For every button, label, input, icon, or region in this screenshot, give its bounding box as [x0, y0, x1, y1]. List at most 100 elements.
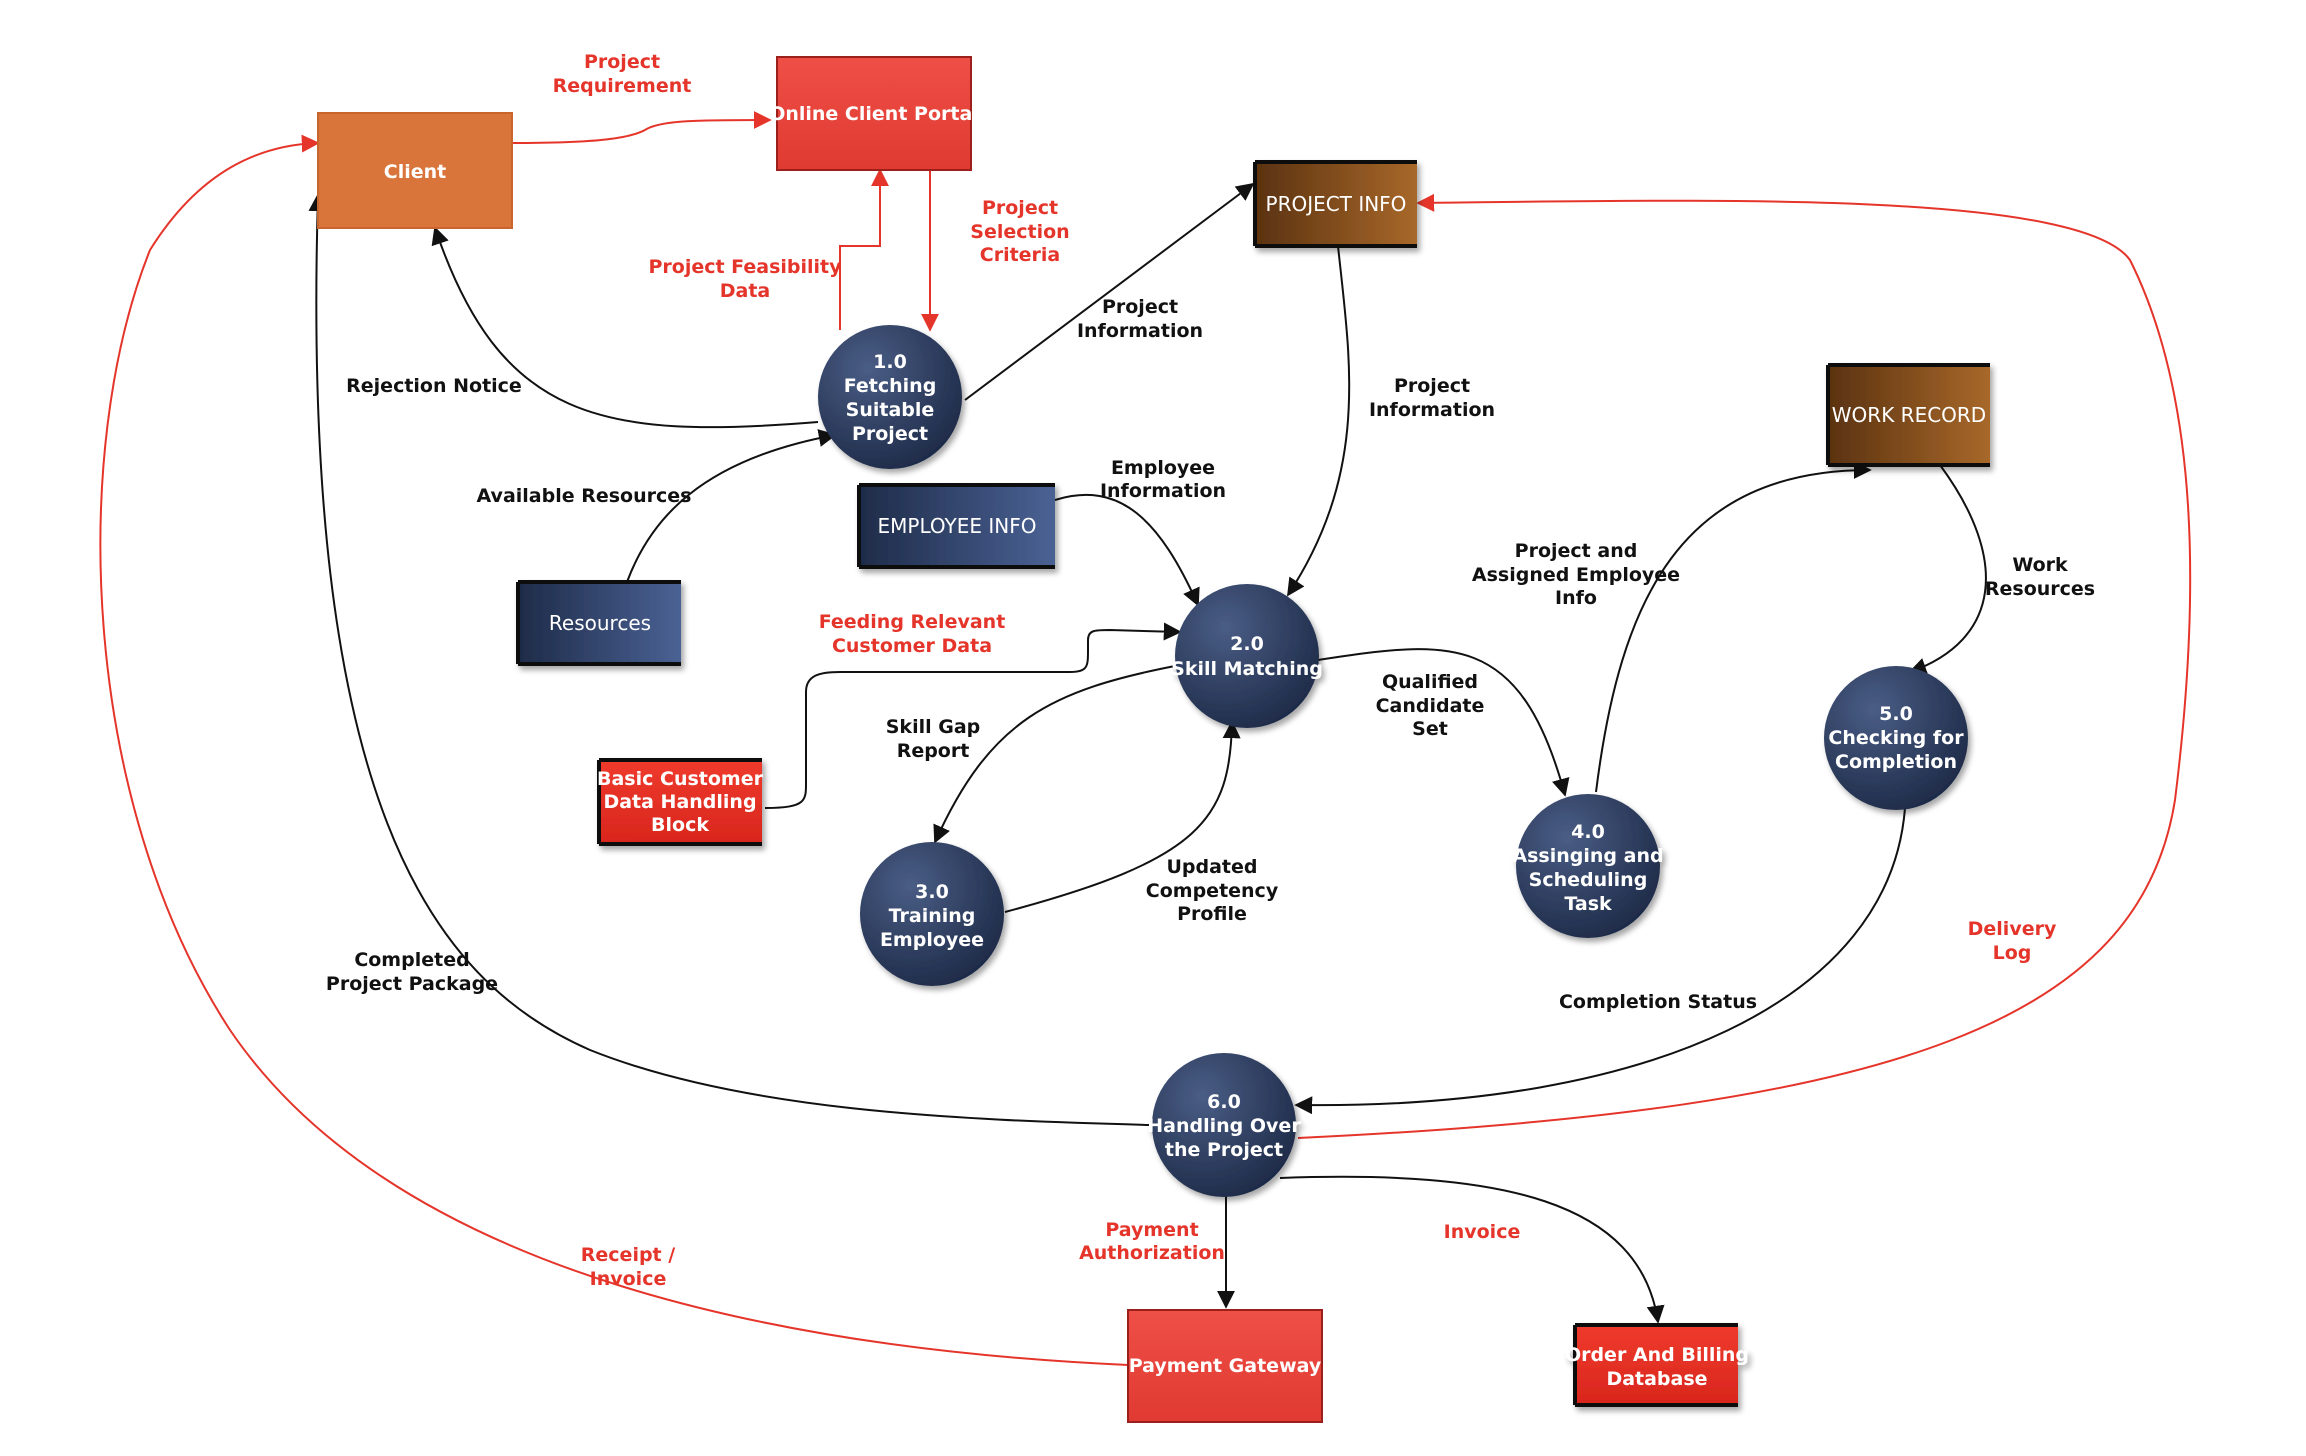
label-skill-gap-b: Report [897, 740, 970, 762]
label-payment-auth-b: Authorization [1079, 1242, 1225, 1264]
label-delivery-log: Delivery Log [1968, 918, 2057, 964]
process-6-handling-over[interactable]: 6.0 Handling Over the Project [1147, 1053, 1301, 1197]
entity-order-billing-db[interactable]: Order And Billing Database [1565, 1323, 1749, 1407]
flow-completion-status [1294, 807, 1906, 1115]
entity-basic-customer-block[interactable]: Basic Customer Data Handling Block [597, 758, 764, 846]
process-4-line-2: Scheduling [1529, 869, 1648, 891]
store-resources-box [518, 582, 681, 664]
label-project-selection-1: Project [982, 197, 1058, 219]
label-rejection-notice: Rejection Notice [346, 375, 522, 397]
entity-client-box [317, 112, 513, 229]
label-qualified-candidate-a: Qualified [1382, 671, 1478, 693]
flow-available-resources [626, 429, 837, 583]
label-completion-status: Completion Status [1559, 991, 1757, 1013]
label-invoice: Invoice [1444, 1221, 1521, 1243]
process-4-circle [1516, 794, 1660, 938]
label-feeding-relevant-a: Feeding Relevant [819, 611, 1006, 633]
flow-labels: Project Requirement Project Feasibility … [326, 51, 2095, 1290]
label-project-selection-3: Criteria [980, 244, 1061, 266]
flow-project-information-1 [964, 182, 1255, 401]
process-6-line-1: Handling Over [1147, 1115, 1301, 1137]
label-updated-competency-c: Profile [1177, 903, 1247, 925]
label-project-selection-2: Selection [970, 221, 1069, 243]
label-updated-competency: Updated Competency Profile [1146, 856, 1279, 925]
label-project-requirement-2: Requirement [553, 75, 692, 97]
process-3-line-2: Employee [880, 929, 984, 951]
store-project-info[interactable]: PROJECT INFO [1253, 160, 1417, 248]
label-employee-information-a: Employee [1111, 457, 1215, 479]
flow-project-feasibility [839, 168, 889, 330]
label-completed-package-b: Project Package [326, 973, 498, 995]
entity-payment-gateway[interactable]: Payment Gateway [1127, 1309, 1323, 1423]
flow-lines [99, 111, 2192, 1366]
entity-basic-block-label-1: Basic Customer [597, 768, 764, 790]
label-feeding-relevant: Feeding Relevant Customer Data [819, 611, 1006, 657]
flow-rejection-notice [431, 226, 819, 429]
store-work-record[interactable]: WORK RECORD [1826, 363, 1990, 467]
process-3-line-1: Training [889, 905, 976, 927]
process-2-skill-matching[interactable]: 2.0 Skill Matching [1171, 584, 1323, 728]
process-1-number: 1.0 [873, 351, 907, 373]
process-6-line-2: the Project [1165, 1139, 1283, 1161]
label-project-information-1: Project Information [1077, 296, 1203, 342]
label-updated-competency-a: Updated [1166, 856, 1257, 878]
flow-feeding-relevant [764, 622, 1182, 809]
label-work-resources: Work Resources [1985, 554, 2095, 600]
label-available-resources: Available Resources [477, 485, 692, 507]
entity-order-db-label-2: Database [1606, 1368, 1707, 1390]
store-resources[interactable]: Resources [516, 580, 681, 666]
entity-payment-box [1127, 1309, 1323, 1423]
store-resources-label: Resources [549, 611, 651, 635]
flow-project-assigned [1595, 461, 1872, 793]
label-qualified-candidate-c: Set [1412, 718, 1448, 740]
label-project-assigned-a: Project and [1515, 540, 1638, 562]
label-updated-competency-b: Competency [1146, 880, 1279, 902]
process-5-circle [1824, 666, 1968, 810]
process-4-assigning-scheduling[interactable]: 4.0 Assinging and Scheduling Task [1512, 794, 1664, 938]
label-receipt-invoice: Receipt / Invoice [581, 1244, 675, 1290]
process-5-line-2: Completion [1835, 751, 1957, 773]
process-4-number: 4.0 [1571, 821, 1605, 843]
label-work-resources-a: Work [2012, 554, 2068, 576]
process-1-fetching-suitable-project[interactable]: 1.0 Fetching Suitable Project [818, 325, 962, 469]
process-5-line-1: Checking for [1828, 727, 1964, 749]
process-1-circle [818, 325, 962, 469]
label-qualified-candidate-b: Candidate [1376, 695, 1485, 717]
flow-employee-information [1054, 494, 1200, 607]
label-project-selection: Project Selection Criteria [970, 197, 1069, 266]
label-receipt-invoice-b: Invoice [590, 1268, 667, 1290]
process-3-circle [860, 842, 1004, 986]
entity-order-db-box [1575, 1325, 1738, 1405]
flow-updated-competency [1004, 720, 1241, 913]
flow-qualified-candidate [1317, 648, 1570, 797]
label-project-feasibility: Project Feasibility Data [648, 256, 842, 302]
store-project-info-box [1255, 162, 1417, 246]
flow-skill-gap [933, 664, 1181, 844]
entity-online-client-portal[interactable]: Online Client Portal [769, 56, 979, 171]
process-1-line-3: Project [852, 423, 928, 445]
process-3-training-employee[interactable]: 3.0 Training Employee [860, 842, 1004, 986]
flow-project-information-2 [1287, 245, 1351, 597]
label-project-information-2-b: Information [1369, 399, 1495, 421]
entity-client-label: Client [384, 161, 446, 183]
entity-order-db-label-1: Order And Billing [1565, 1344, 1749, 1366]
label-project-requirement-1: Project [584, 51, 660, 73]
entity-basic-block-box [599, 760, 762, 844]
entity-portal-label: Online Client Portal [769, 103, 979, 125]
label-qualified-candidate: Qualified Candidate Set [1376, 671, 1485, 740]
process-1-line-1: Fetching [844, 375, 937, 397]
process-1-line-2: Suitable [846, 399, 935, 421]
label-delivery-log-a: Delivery [1968, 918, 2057, 940]
flow-work-resources [1908, 464, 1987, 676]
flow-invoice [1279, 1175, 1665, 1324]
process-4-line-3: Task [1564, 893, 1612, 915]
entity-client[interactable]: Client [317, 112, 513, 229]
process-5-checking-completion[interactable]: 5.0 Checking for Completion [1824, 666, 1968, 810]
label-receipt-invoice-a: Receipt / [581, 1244, 675, 1266]
label-project-assigned-c: Info [1555, 587, 1597, 609]
store-employee-info[interactable]: EMPLOYEE INFO [857, 483, 1055, 569]
label-project-information-2: Project Information [1369, 375, 1495, 421]
flow-receipt-invoice [99, 134, 1129, 1366]
label-project-information-1-b: Information [1077, 320, 1203, 342]
